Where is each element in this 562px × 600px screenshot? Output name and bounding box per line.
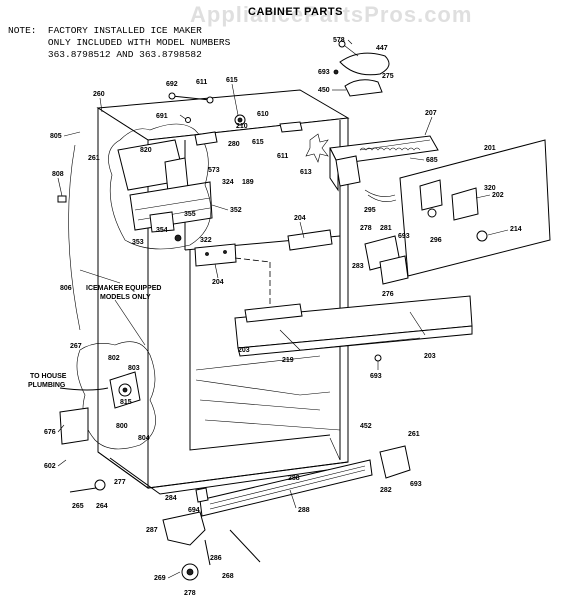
part-label: 815 [120,399,132,406]
part-label: 691 [156,113,168,120]
model-note: NOTE: FACTORY INSTALLED ICE MAKER ONLY I… [8,25,230,61]
part-label: 447 [376,45,388,52]
part-label: 573 [208,167,220,174]
part-label: 610 [257,111,269,118]
top-hardware [168,92,329,163]
clip-part [57,195,67,203]
part-label: 324 [222,179,234,186]
part-label: 611 [277,153,288,160]
part-label: 261 [408,431,420,438]
part-label: 280 [228,141,240,148]
diagram-title: CABINET PARTS [248,6,343,18]
hinge-parts [194,229,409,310]
part-label: 203 [238,347,250,354]
part-label: 615 [252,139,264,146]
part-label: 288 [288,475,300,482]
part-label: 602 [44,463,56,470]
part-label: 277 [114,479,126,486]
part-label: 354 [156,227,168,234]
part-labels: 578 447 693 275 450 260 692 611 615 691 … [44,37,522,597]
light-assembly [333,40,390,97]
screw-part [374,354,382,362]
part-label: 268 [222,573,234,580]
part-label: 694 [188,507,200,514]
part-label: 219 [282,357,294,364]
part-label: 352 [230,207,242,214]
note-line: ONLY INCLUDED WITH MODEL NUMBERS [8,37,231,48]
icemaker-callout: MODELS ONLY [100,294,151,301]
part-label: 578 [333,37,345,44]
part-label: 803 [128,365,140,372]
part-label: 295 [364,207,376,214]
part-label: 210 [236,123,248,130]
part-label: 204 [294,215,306,222]
part-label: 808 [52,171,64,178]
part-label: 286 [210,555,222,562]
part-label: 296 [430,237,442,244]
part-label: 693 [398,233,410,240]
part-label: 275 [382,73,394,80]
base-parts [162,445,411,581]
part-label: 353 [132,239,144,246]
part-label: 615 [226,77,238,84]
part-label: 820 [140,147,152,154]
icemaker-callout: ICEMAKER EQUIPPED [86,285,161,292]
part-label: 281 [380,225,392,232]
part-label: 450 [318,87,330,94]
cross-rails [234,295,473,357]
note-line: NOTE: FACTORY INSTALLED ICE MAKER [8,25,202,36]
part-label: 611 [196,79,207,86]
part-label: 693 [318,69,330,76]
part-label: 287 [146,527,158,534]
part-label: 269 [154,575,166,582]
part-label: 804 [138,435,150,442]
part-label: 802 [108,355,120,362]
control-housing [329,135,551,277]
part-label: 288 [298,507,310,514]
part-label: 806 [60,285,72,292]
part-label: 264 [96,503,108,510]
part-label: 278 [360,225,372,232]
part-label: 613 [300,169,312,176]
part-label: 322 [200,237,212,244]
part-label: 282 [380,487,392,494]
part-label: 276 [382,291,394,298]
plumbing-callout: TO HOUSE [30,373,67,380]
part-label: 355 [184,211,196,218]
part-label: 805 [50,133,62,140]
icemaker-assembly [108,123,213,250]
note-line: 363.8798512 AND 363.8798582 [8,49,202,60]
part-label: 692 [166,81,178,88]
part-label: 452 [360,423,372,430]
part-label: 214 [510,226,522,233]
part-label: 207 [425,110,437,117]
part-label: 693 [370,373,382,380]
part-label: 685 [426,157,438,164]
watermark: AppliancePartsPros.com [190,2,473,27]
part-label: 260 [93,91,105,98]
plumbing-callout: PLUMBING [28,382,66,389]
part-label: 261 [88,155,100,162]
part-label: 267 [70,343,82,350]
part-label: 693 [410,481,422,488]
part-label: 202 [492,192,504,199]
part-label: 320 [484,185,496,192]
part-label: 278 [184,590,196,597]
part-label: 189 [242,179,254,186]
part-label: 676 [44,429,56,436]
part-label: 201 [484,145,496,152]
part-label: 283 [352,263,364,270]
part-label: 800 [116,423,128,430]
part-label: 204 [212,279,224,286]
part-label: 203 [424,353,436,360]
part-label: 265 [72,503,84,510]
water-valve [59,144,156,493]
part-label: 284 [165,495,177,502]
